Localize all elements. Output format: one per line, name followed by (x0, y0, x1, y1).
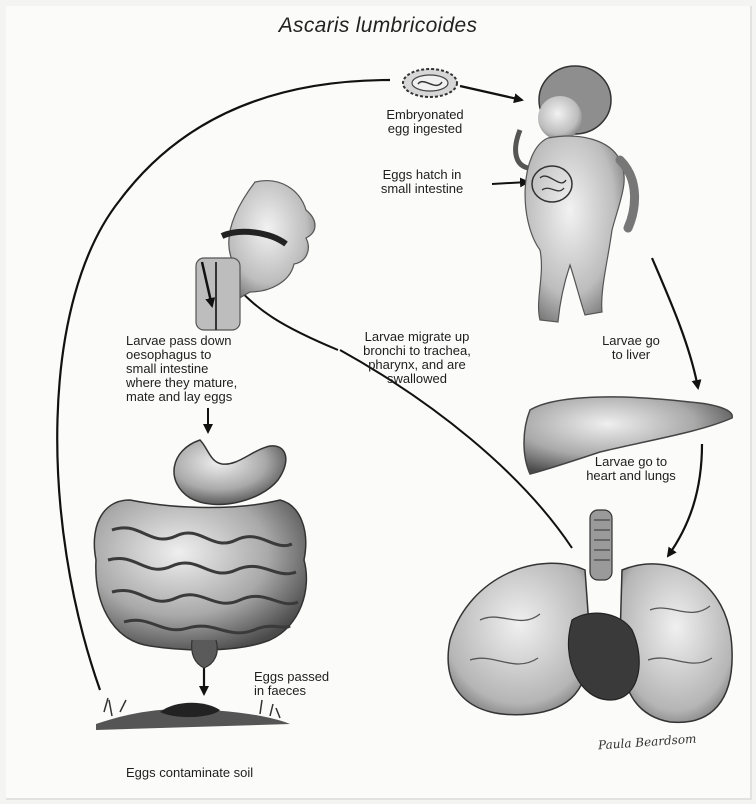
digestive-tract-illustration (94, 440, 306, 668)
child-illustration (516, 66, 635, 322)
label-larvae-oesophagus: Larvae pass down oesophagus to small int… (126, 334, 296, 404)
egg-to-child-arrow (460, 86, 522, 100)
soil-illustration (96, 698, 290, 730)
label-egg-ingested: Embryonated egg ingested (360, 108, 490, 136)
child-to-liver-arrow (652, 258, 698, 388)
label-eggs-hatch: Eggs hatch in small intestine (352, 168, 492, 196)
head-profile-illustration (196, 181, 315, 330)
hatch-arrow (492, 182, 528, 184)
heart-lungs-illustration (448, 510, 732, 722)
label-larvae-heart-lungs: Larvae go to heart and lungs (566, 455, 696, 483)
label-eggs-faeces: Eggs passed in faeces (254, 670, 374, 698)
label-larvae-liver: Larvae go to liver (576, 334, 686, 362)
label-larvae-migrate: Larvae migrate up bronchi to trachea, ph… (332, 330, 502, 386)
egg-illustration (403, 69, 457, 97)
label-eggs-soil: Eggs contaminate soil (126, 766, 326, 780)
